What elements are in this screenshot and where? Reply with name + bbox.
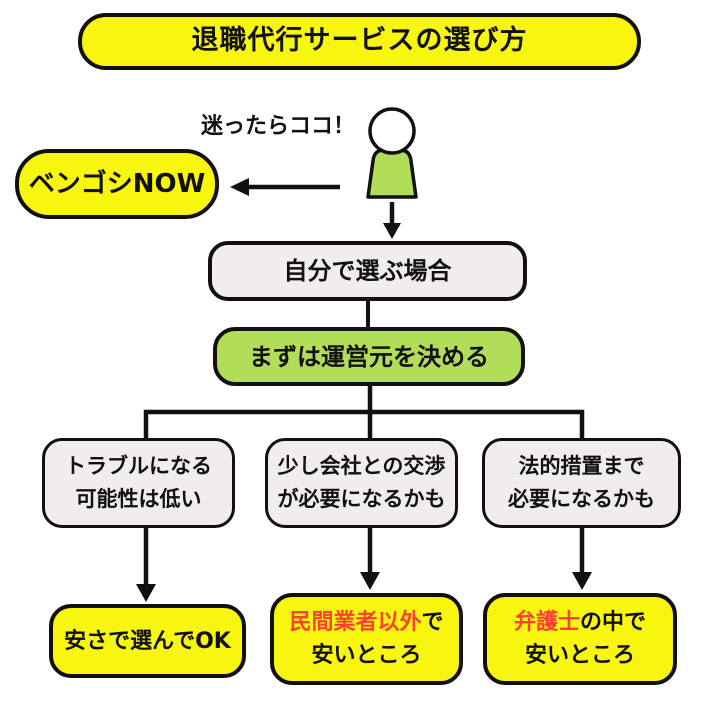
recommendation-box: ベンゴシNOW <box>15 149 219 219</box>
page-title: 退職代行サービスの選び方 <box>78 13 641 70</box>
note-box-lawyer: 法的措置まで 必要になるかも <box>482 438 681 528</box>
note-line: 必要になるかも <box>508 487 655 511</box>
result-line: 安いところ <box>524 643 635 668</box>
callout-text: 迷ったらココ！ <box>201 114 356 139</box>
arrow-branch-left <box>136 526 156 602</box>
arrow-branch-middle <box>360 526 380 590</box>
result-box-union: 民間業者以外で 安いところ <box>270 593 463 685</box>
result-highlight: 弁護士 <box>513 610 580 635</box>
result-line: 弁護士の中で <box>514 606 646 639</box>
result-text: で <box>421 610 444 635</box>
note-line: が必要になるかも <box>277 487 446 511</box>
note-line: トラブルになる <box>65 454 212 479</box>
note-line: 法的措置まで <box>518 454 645 479</box>
result-text: 安さで選んでOK <box>64 628 231 654</box>
result-highlight: 民間業者以外 <box>289 610 422 635</box>
branch-tree <box>143 384 585 440</box>
step-decide-operator: まずは運営元を決める <box>213 327 525 386</box>
result-box-private: 安さで選んでOK <box>49 604 246 678</box>
result-text: の中で <box>580 610 647 635</box>
note-line: 可能性は低い <box>75 487 202 511</box>
note-line: 少し会社との交渉 <box>277 454 446 479</box>
arrow-person-down <box>383 202 401 239</box>
result-box-lawyer: 弁護士の中で 安いところ <box>483 593 677 685</box>
arrow-branch-right <box>572 526 592 590</box>
note-box-union: 少し会社との交渉 が必要になるかも <box>265 438 458 528</box>
arrow-to-recommendation <box>230 178 340 196</box>
result-line: 民間業者以外で <box>289 606 443 639</box>
result-line: 安いところ <box>311 643 422 668</box>
step-self-select: 自分で選ぶ場合 <box>208 241 527 301</box>
person-icon <box>366 107 418 199</box>
result-line: 安さで選んでOK <box>64 625 231 658</box>
note-box-private: トラブルになる 可能性は低い <box>42 438 235 528</box>
